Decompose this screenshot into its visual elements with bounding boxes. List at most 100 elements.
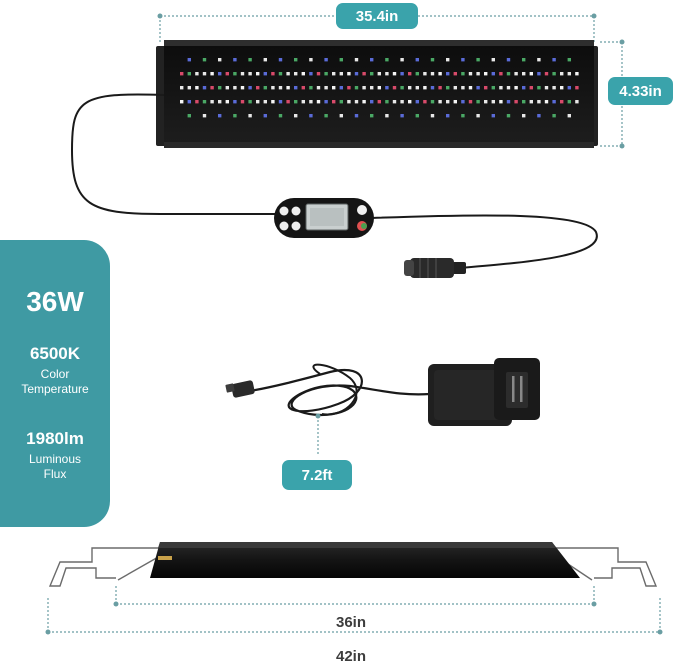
- led-chip: [438, 72, 442, 76]
- led-chip: [544, 86, 549, 90]
- led-chip: [476, 100, 480, 104]
- led-chip: [491, 114, 495, 118]
- led-light-bar-side-view: [150, 542, 580, 578]
- led-chip: [248, 58, 252, 62]
- led-chip: [218, 114, 222, 118]
- led-chip: [370, 72, 374, 76]
- led-chip: [423, 86, 427, 90]
- led-chip: [347, 86, 351, 90]
- led-chip: [370, 58, 374, 62]
- led-chip: [324, 72, 328, 76]
- led-chip: [271, 72, 275, 76]
- led-chip: [195, 86, 199, 90]
- led-chip: [400, 114, 404, 118]
- led-chip: [324, 100, 328, 104]
- bracket-frame: [48, 547, 658, 587]
- led-chip: [294, 58, 298, 62]
- led-chip: [522, 114, 526, 118]
- led-chip: [187, 100, 191, 104]
- color-temp-label-line1: Color: [40, 367, 70, 381]
- led-chip: [248, 72, 252, 76]
- led-chip: [256, 100, 260, 104]
- led-chip: [339, 72, 343, 76]
- led-chip: [354, 72, 359, 76]
- led-chip: [506, 58, 511, 62]
- led-chip: [522, 86, 526, 90]
- led-chip: [491, 58, 495, 62]
- led-chip: [195, 72, 199, 76]
- led-chip: [339, 86, 343, 90]
- led-chip: [385, 72, 389, 76]
- led-chip: [544, 100, 549, 104]
- led-chip: [484, 86, 488, 90]
- height-dimension-line: [600, 41, 623, 147]
- led-chip: [187, 72, 191, 76]
- led-chip: [263, 86, 267, 90]
- led-chip: [476, 72, 480, 76]
- led-chip: [499, 100, 503, 104]
- led-chip: [309, 72, 313, 76]
- specs-panel: 36W 6500K Color Temperature 1980lm Lumin…: [0, 240, 110, 527]
- led-chip: [385, 100, 389, 104]
- led-chip: [400, 86, 404, 90]
- led-chip: [415, 114, 419, 118]
- led-chip: [567, 100, 571, 104]
- led-chip: [461, 100, 465, 104]
- bottom-width-dimension-line: [115, 586, 595, 605]
- led-chip: [316, 72, 321, 76]
- led-chip: [362, 72, 366, 76]
- led-chip: [476, 114, 480, 118]
- led-chip: [210, 72, 214, 76]
- led-chip: [491, 100, 495, 104]
- led-chip: [499, 86, 503, 90]
- led-chip: [430, 114, 435, 118]
- led-chip: [362, 100, 366, 104]
- led-chip: [567, 72, 571, 76]
- led-chip: [446, 72, 450, 76]
- led-chip: [347, 72, 351, 76]
- led-chip: [430, 58, 435, 62]
- led-chip: [491, 72, 495, 76]
- led-chip: [430, 86, 435, 90]
- led-chip: [202, 86, 207, 90]
- led-chip: [339, 58, 343, 62]
- led-chip: [537, 100, 541, 104]
- led-chip: [225, 100, 229, 104]
- led-chip: [392, 100, 397, 104]
- led-chip: [233, 100, 237, 104]
- wattage-value: 36W: [26, 286, 84, 317]
- led-chip: [552, 72, 556, 76]
- led-chip: [400, 72, 404, 76]
- led-chip: [560, 100, 564, 104]
- led-chip: [256, 86, 260, 90]
- led-chip: [537, 72, 541, 76]
- led-chip: [544, 72, 549, 76]
- led-light-panel: [156, 40, 598, 148]
- led-chip: [446, 100, 450, 104]
- led-chip: [575, 86, 579, 90]
- led-chip: [210, 86, 214, 90]
- led-chip: [461, 72, 465, 76]
- led-chip: [256, 72, 260, 76]
- led-chip: [218, 58, 222, 62]
- led-chip: [202, 114, 207, 118]
- led-chip: [339, 100, 343, 104]
- height-label: 4.33in: [608, 77, 673, 105]
- led-chip: [537, 86, 541, 90]
- led-chip: [484, 72, 488, 76]
- led-chip: [446, 86, 450, 90]
- led-chip: [453, 100, 457, 104]
- led-chip: [332, 100, 336, 104]
- led-chip: [438, 100, 442, 104]
- bracket-width-dimension-line: [47, 598, 661, 633]
- led-chip: [446, 114, 450, 118]
- led-chip: [522, 58, 526, 62]
- led-chip: [225, 86, 229, 90]
- power-adapter: [225, 358, 540, 426]
- led-chip: [278, 72, 283, 76]
- led-chip: [263, 100, 267, 104]
- led-chip: [316, 100, 321, 104]
- led-chip: [210, 100, 214, 104]
- led-chip: [438, 86, 442, 90]
- led-chip: [446, 58, 450, 62]
